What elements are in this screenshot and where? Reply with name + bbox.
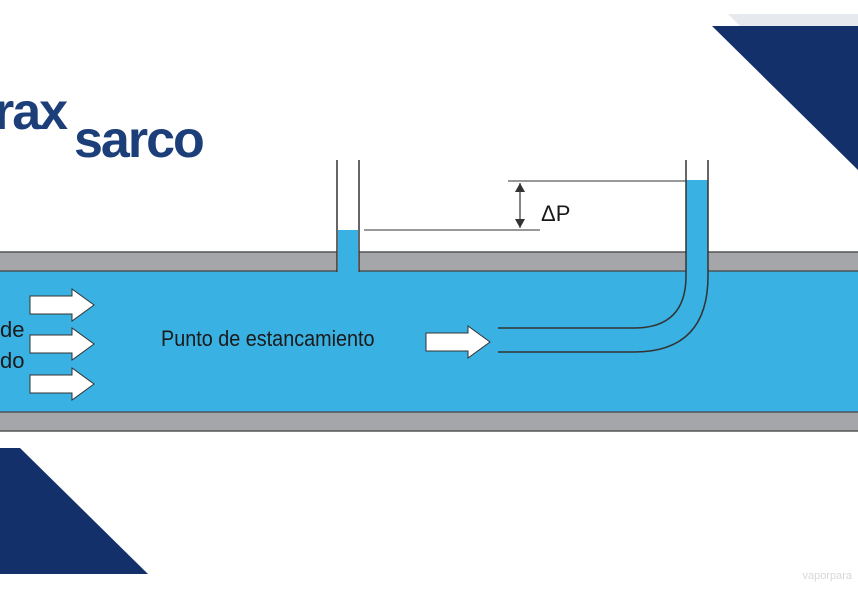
flow-arrow bbox=[29, 367, 95, 401]
watermark: vaporpara bbox=[802, 570, 852, 582]
stagnation-point-label: Punto de estancamiento bbox=[161, 326, 375, 351]
static-tube-fluid bbox=[338, 230, 358, 272]
flow-label-line1: de bbox=[0, 317, 25, 342]
stagnation-arrow bbox=[425, 325, 491, 359]
bottom-left-triangle bbox=[0, 448, 148, 574]
flow-arrow bbox=[29, 327, 95, 361]
flow-label-line2: do bbox=[0, 348, 25, 373]
pitot-tube-empty bbox=[686, 160, 708, 180]
pitot-tube-outer-wall bbox=[498, 160, 709, 353]
logo-text-line1: rax bbox=[0, 83, 68, 141]
delta-p-label: ΔP bbox=[541, 201, 571, 226]
pipe-bottom-wall bbox=[0, 412, 858, 431]
top-right-triangle bbox=[712, 26, 858, 170]
pitot-tube-inner-wall bbox=[498, 160, 687, 329]
pipe-top-wall bbox=[0, 252, 858, 271]
top-right-accent bbox=[728, 14, 858, 26]
flow-arrow bbox=[29, 288, 95, 322]
delta-p-arrow-down bbox=[515, 219, 525, 228]
logo-text-line2: sarco bbox=[74, 111, 205, 169]
delta-p-arrow-up bbox=[515, 183, 525, 192]
